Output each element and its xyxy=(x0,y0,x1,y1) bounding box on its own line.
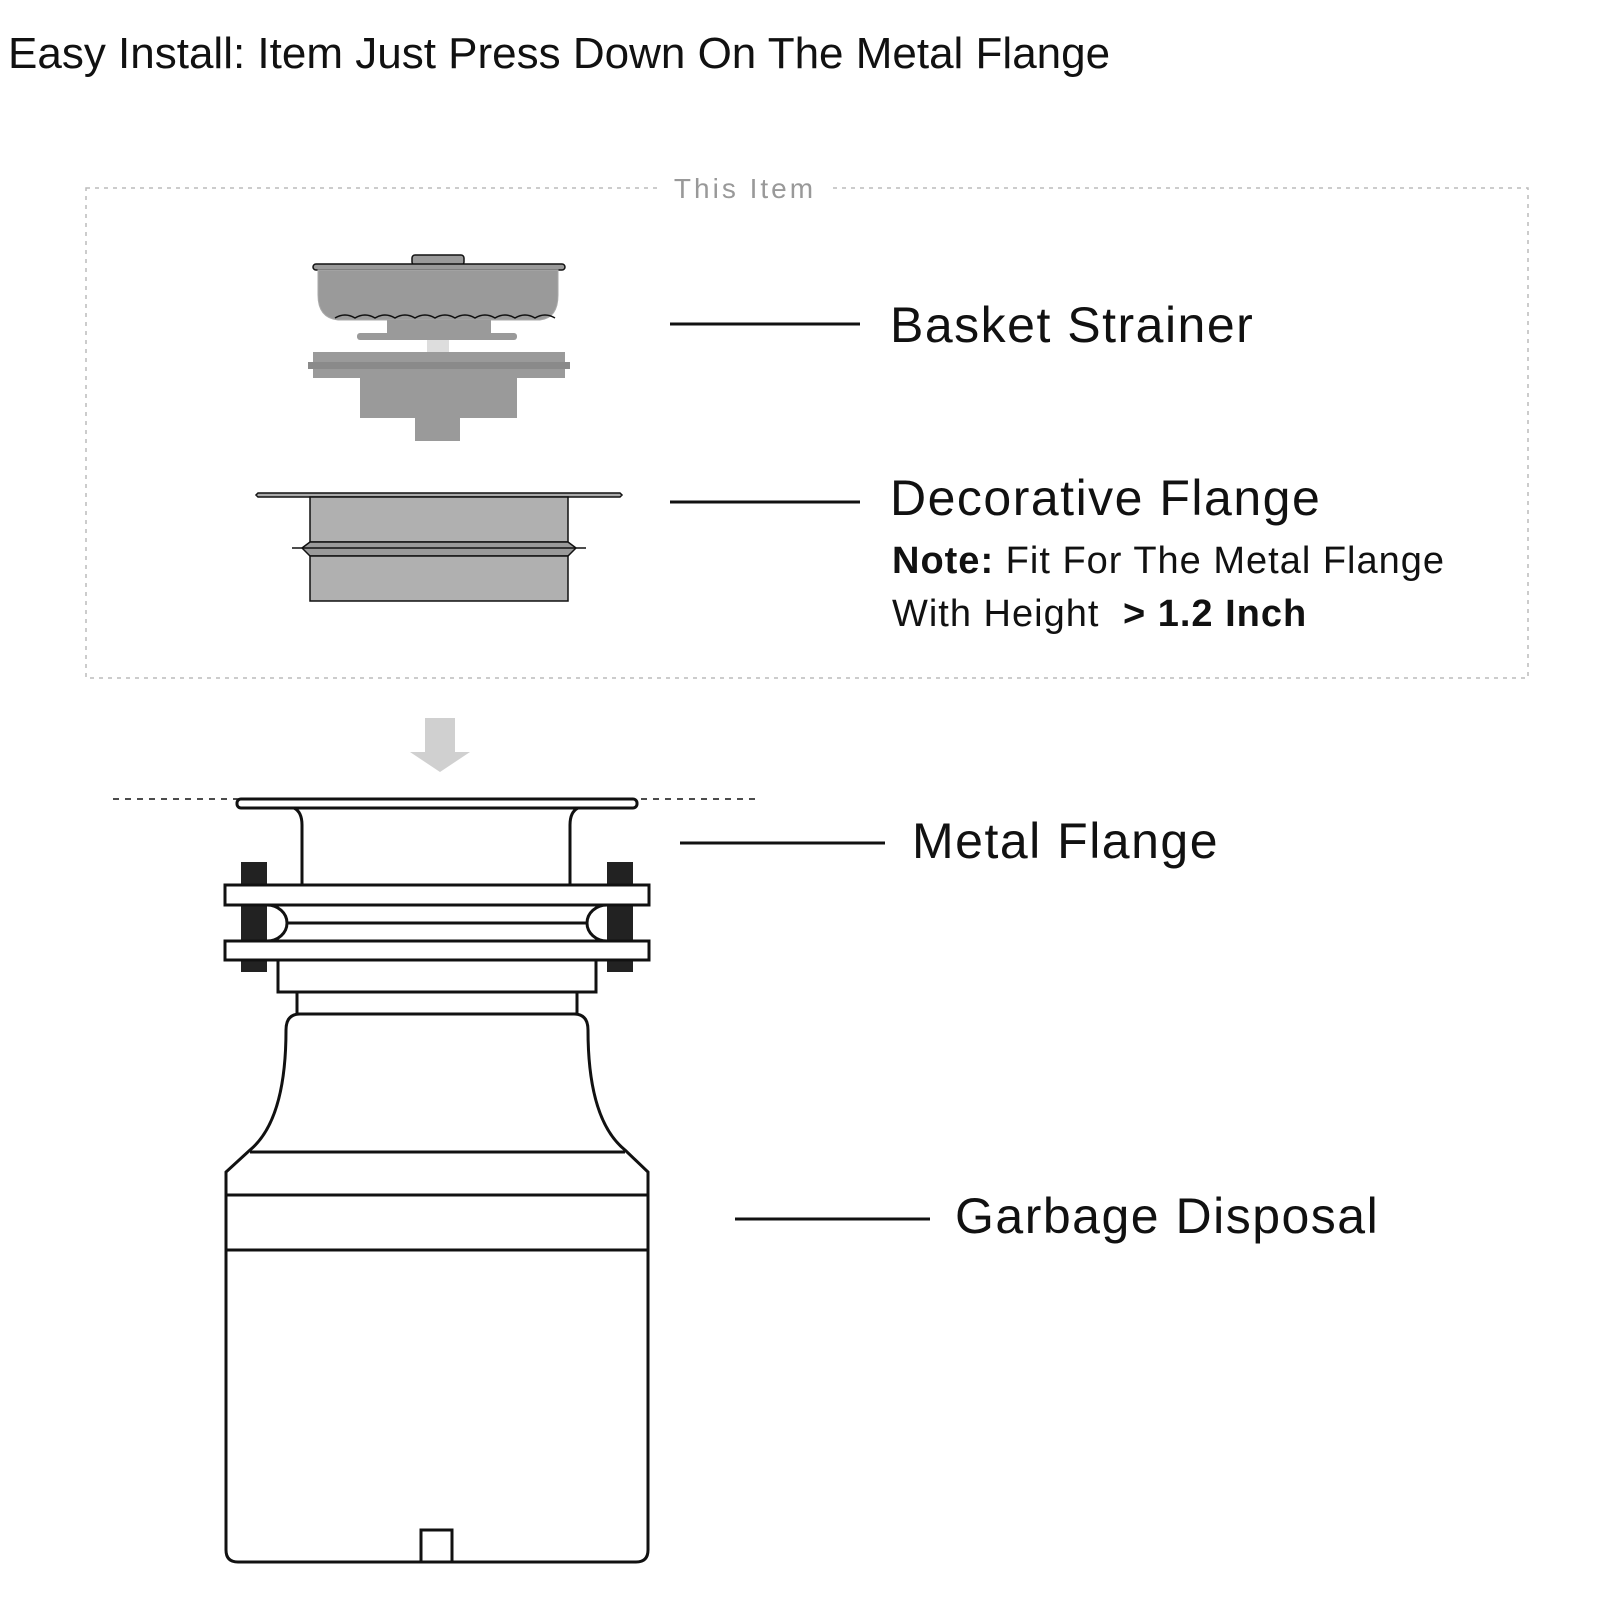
note-line-2: With Height > 1.2 Inch xyxy=(892,593,1307,635)
box-label-bg xyxy=(660,170,830,206)
garbage-disposal-label: Garbage Disposal xyxy=(955,1188,1379,1244)
basket-strainer-label: Basket Strainer xyxy=(890,297,1254,353)
garbage-disposal-illustration xyxy=(223,797,651,1564)
note-prefix: Note: xyxy=(892,540,994,582)
diagram-title: Easy Install: Item Just Press Down On Th… xyxy=(8,29,1110,78)
note-line2: With Height xyxy=(892,593,1099,635)
note-line-1: Note: Fit For The Metal Flange xyxy=(892,540,1445,582)
decorative-flange-label: Decorative Flange xyxy=(890,470,1321,526)
down-arrow-icon xyxy=(410,718,470,772)
this-item-box xyxy=(85,187,1529,679)
basket-strainer-illustration xyxy=(308,254,570,441)
note-text: Fit For The Metal Flange xyxy=(1006,540,1445,582)
decorative-flange-illustration xyxy=(254,492,624,602)
this-item-label: This Item xyxy=(674,173,816,204)
metal-flange-label: Metal Flange xyxy=(912,813,1219,869)
note-value: > 1.2 Inch xyxy=(1123,593,1307,635)
